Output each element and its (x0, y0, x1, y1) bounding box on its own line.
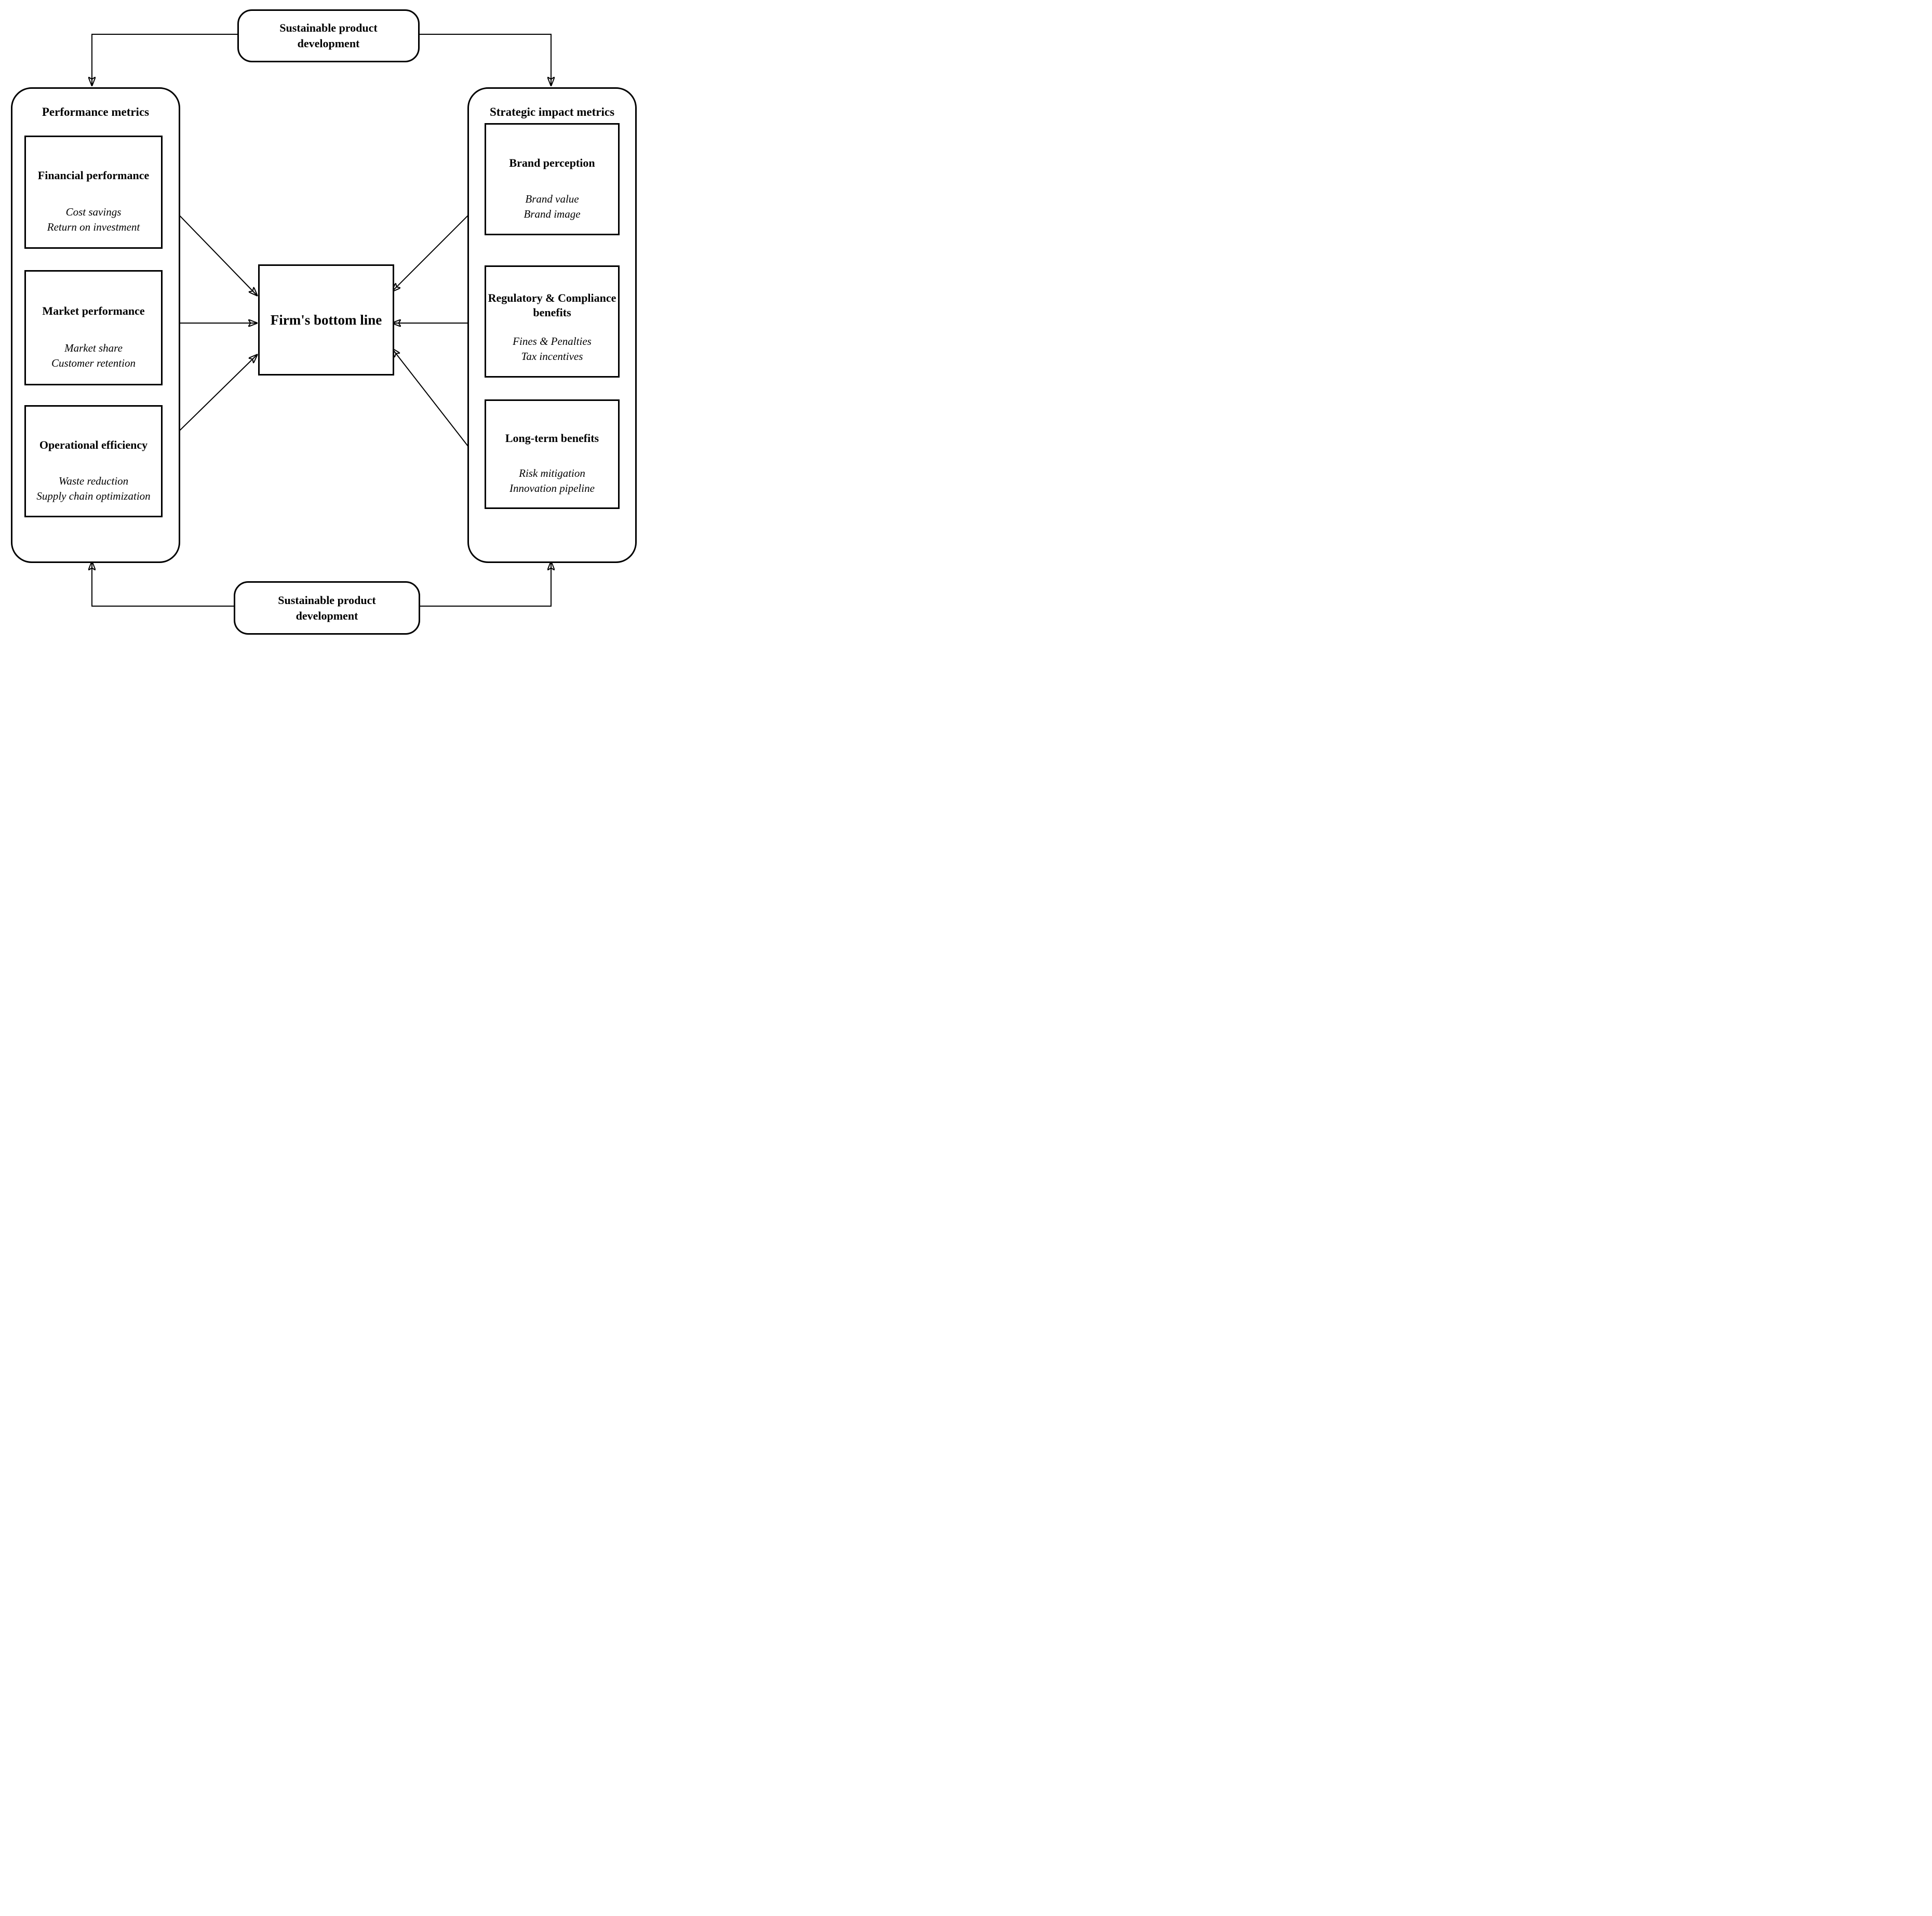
diagram-canvas: Sustainable product development Sustaina… (0, 0, 644, 639)
box-item: Cost savings (65, 206, 122, 218)
box-title-line: Market performance (42, 304, 145, 317)
box-item: Innovation pipeline (509, 481, 595, 494)
box-item: Customer retention (51, 357, 136, 369)
box-title-line: Financial performance (37, 169, 150, 182)
box-title-line: Regulatory & Compliance (488, 291, 616, 304)
box-title-line: Brand perception (509, 156, 595, 169)
box-item: Market share (64, 342, 123, 354)
box-title: Brand perception (486, 156, 618, 170)
strategic-impact-metrics-title: Strategic impact metrics (489, 105, 615, 118)
box-item: Waste reduction (58, 474, 129, 487)
box-item: Fines & Penalties (513, 334, 592, 347)
box-title: Long-term benefits (486, 431, 618, 446)
top-sustainable-product-development-node: Sustainable product development (237, 9, 420, 62)
box-title: Operational efficiency (26, 438, 161, 452)
bottom-sustainable-product-development-node: Sustainable product development (234, 581, 420, 635)
node-label-line: development (297, 37, 360, 50)
node-label-line: development (296, 609, 358, 622)
box-item: Risk mitigation (519, 466, 585, 479)
box-title: Financial performance (26, 168, 161, 183)
financial-performance-box: Financial performance Cost savings Retur… (24, 136, 163, 249)
box-items: Fines & Penalties Tax incentives (486, 334, 618, 364)
box-title-line: benefits (533, 305, 571, 319)
box-title: Market performance (26, 304, 161, 318)
box-title-line: Long-term benefits (505, 431, 599, 445)
performance-metrics-title: Performance metrics (42, 105, 150, 118)
box-item: Brand value (525, 192, 579, 205)
regulatory-compliance-benefits-box: Regulatory & Compliance benefits Fines &… (485, 265, 620, 378)
box-items: Waste reduction Supply chain optimizatio… (26, 474, 161, 504)
box-items: Risk mitigation Innovation pipeline (486, 466, 618, 496)
brand-perception-box: Brand perception Brand value Brand image (485, 123, 620, 235)
node-label-line: Sustainable product (279, 21, 378, 34)
arrow-top-node-to-performance-group (92, 34, 237, 86)
node-label-line: Sustainable product (278, 593, 376, 607)
firms-bottom-line-label: Firm's bottom line (270, 312, 382, 328)
box-items: Cost savings Return on investment (26, 205, 161, 235)
box-items: Market share Customer retention (26, 341, 161, 371)
long-term-benefits-box: Long-term benefits Risk mitigation Innov… (485, 399, 620, 509)
arrow-bottom-node-to-performance-group (92, 561, 234, 607)
operational-efficiency-box: Operational efficiency Waste reduction S… (24, 405, 163, 517)
box-items: Brand value Brand image (486, 192, 618, 222)
box-item: Supply chain optimization (36, 489, 151, 502)
box-item: Return on investment (47, 221, 140, 233)
arrow-top-node-to-strategic-group (417, 34, 551, 86)
box-item: Tax incentives (521, 350, 583, 363)
box-item: Brand image (524, 207, 581, 220)
arrow-bottom-node-to-strategic-group (417, 561, 551, 607)
market-performance-box: Market performance Market share Customer… (24, 270, 163, 385)
firms-bottom-line-box: Firm's bottom line (258, 264, 394, 376)
box-title-line: Operational efficiency (39, 438, 148, 451)
box-title: Regulatory & Compliance benefits (486, 291, 618, 320)
